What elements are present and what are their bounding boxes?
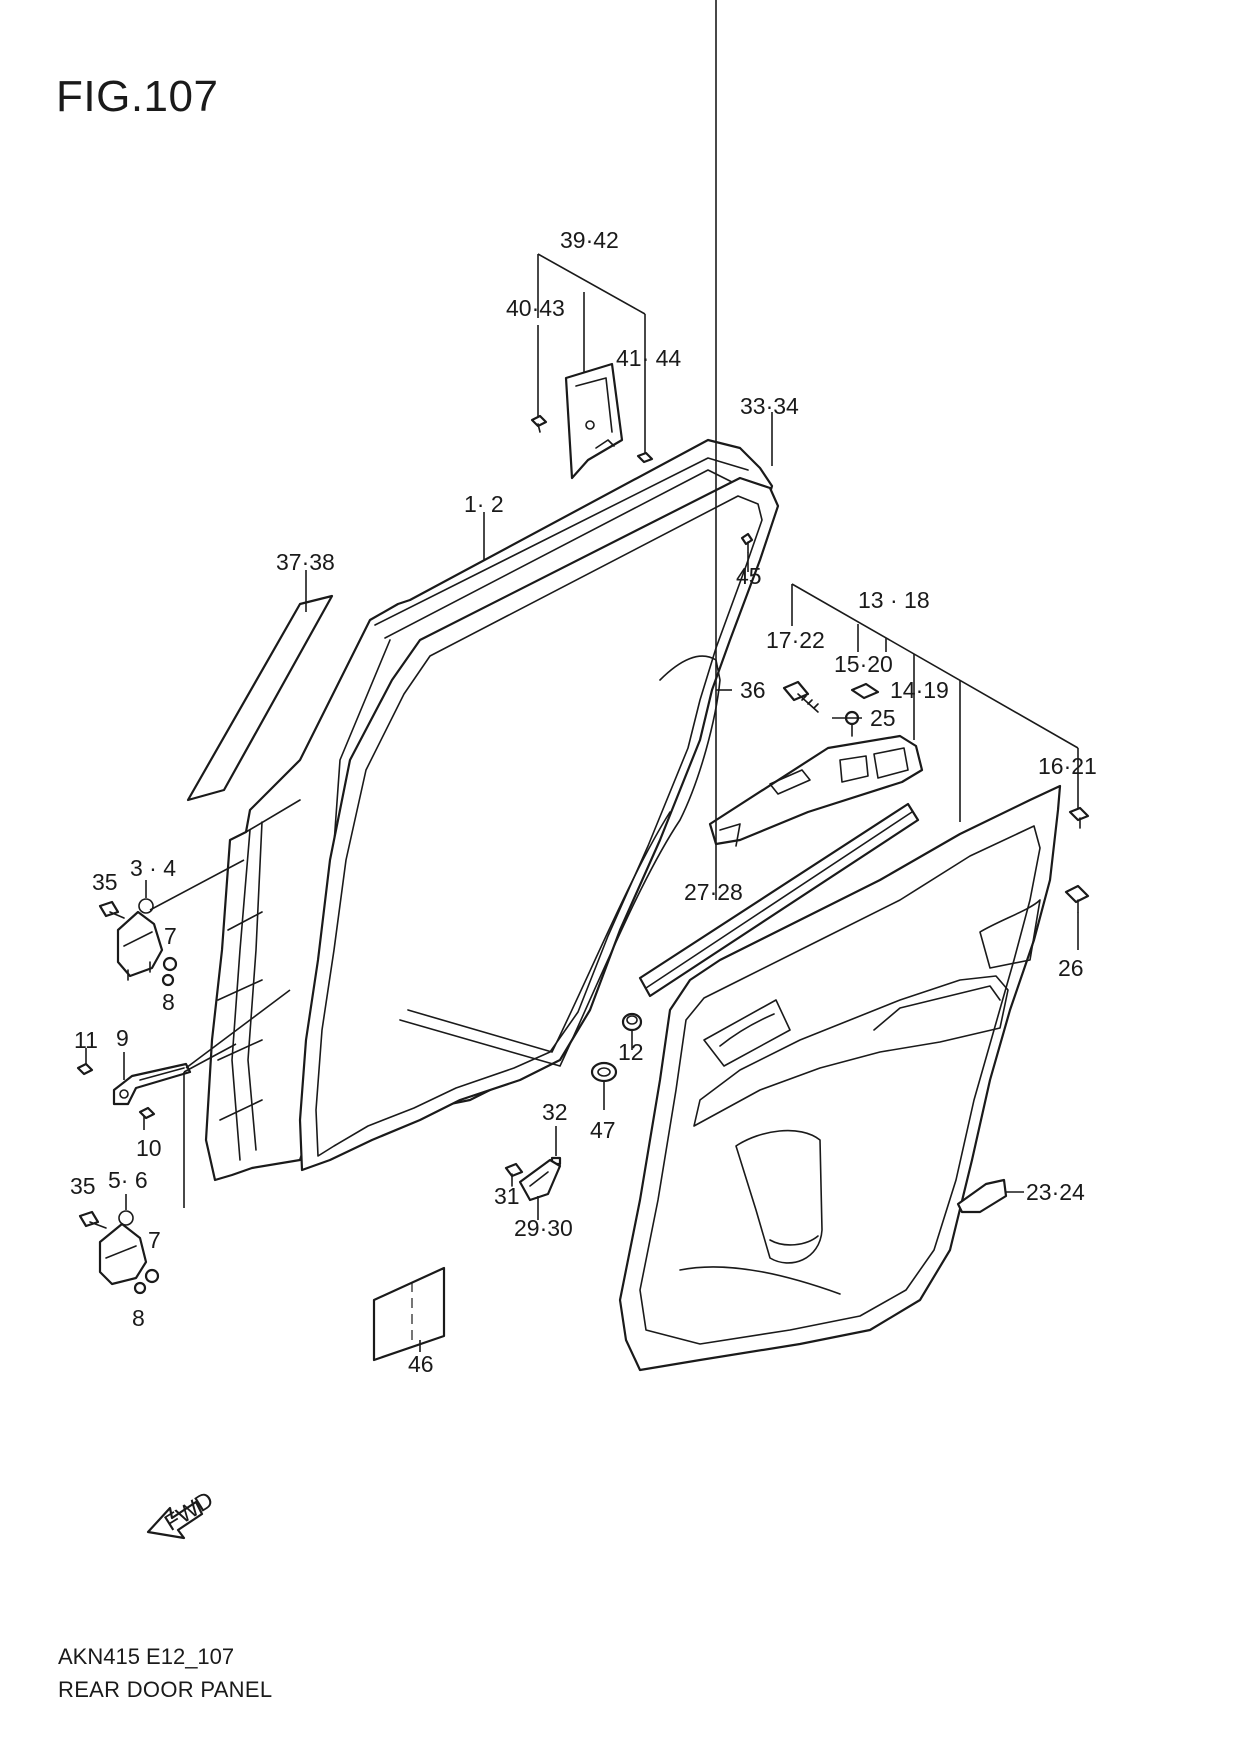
screw-40-43	[530, 414, 548, 433]
leader-tree-39-42	[537, 253, 646, 455]
inner-belt-weatherstrip-part	[638, 0, 920, 998]
grommet-47	[590, 1061, 618, 1083]
upper-hinge-3-4	[116, 898, 164, 981]
figure-title: FIG.107	[56, 72, 219, 121]
nut-7-lower	[144, 1268, 160, 1284]
callout-27-28: 27·28	[684, 879, 743, 905]
screw-25	[844, 710, 860, 737]
figure-name: REAR DOOR PANEL	[58, 1677, 273, 1702]
callout-23-24: 23·24	[1026, 1179, 1085, 1205]
callout-26: 26	[1058, 955, 1084, 981]
bolt-35-lower	[78, 1210, 107, 1229]
callout-46: 46	[408, 1351, 434, 1377]
callout-16-21: 16·21	[1038, 753, 1097, 779]
callout-5-6: 5· 6	[108, 1167, 148, 1193]
callout-13-18: 13 · 18	[858, 587, 930, 613]
fwd-arrow-icon: FWD	[146, 1486, 218, 1540]
clip-15-20	[850, 682, 880, 700]
callout-11: 11	[74, 1027, 98, 1053]
callout-31: 31	[494, 1183, 520, 1209]
outer-belt-moulding-part	[186, 594, 334, 802]
nut-8-upper	[161, 973, 175, 987]
leader-hinge-lower-b	[183, 1043, 237, 1073]
screw-32	[550, 1126, 562, 1166]
bolt-35-upper	[98, 900, 125, 919]
callout-1-2: 1· 2	[464, 491, 504, 517]
screw-31	[504, 1162, 524, 1187]
callout-8-lower: 8	[132, 1305, 145, 1331]
clip-26	[1064, 884, 1090, 950]
callout-40-43: 40·43	[506, 295, 565, 321]
clip-16-21	[1068, 806, 1090, 829]
nut-8-lower	[133, 1281, 147, 1295]
callout-14-19: 14·19	[890, 677, 949, 703]
callout-10: 10	[136, 1135, 162, 1161]
callout-36: 36	[740, 677, 766, 703]
figure-code: AKN415 E12_107	[58, 1644, 235, 1669]
bracket-23-24	[956, 1178, 1024, 1214]
screw-17-22	[782, 680, 819, 713]
screw-45	[740, 532, 754, 553]
leader-tree-13-18	[791, 583, 1079, 822]
callout-45: 45	[736, 563, 762, 589]
callout-15-20: 15·20	[834, 651, 893, 677]
lower-hinge-5-6	[98, 1210, 148, 1286]
window-switch-bezel-part	[708, 734, 924, 847]
bolt-10	[138, 1106, 156, 1130]
callout-37-38: 37·38	[276, 549, 335, 575]
inner-seal-part	[399, 655, 721, 1067]
callout-33-34: 33·34	[740, 393, 799, 419]
door-check-9	[112, 989, 291, 1106]
callout-29-30: 29·30	[514, 1215, 573, 1241]
door-trim-part	[618, 784, 1062, 1372]
callout-39-42: 39·42	[560, 227, 619, 253]
callout-25: 25	[870, 705, 896, 731]
plug-12	[621, 1012, 643, 1032]
fwd-label: FWD	[160, 1486, 218, 1536]
callout-47: 47	[590, 1117, 616, 1143]
callout-41-44: 41· 44	[616, 345, 681, 371]
bolt-11	[76, 1048, 94, 1076]
callout-32: 32	[542, 1099, 568, 1125]
callout-12: 12	[618, 1039, 644, 1065]
leader-hinge-upper	[149, 859, 245, 911]
callout-9: 9	[116, 1025, 129, 1051]
clip-41-44	[636, 451, 654, 464]
callout-35-upper: 35	[92, 869, 118, 895]
callout-7-upper: 7	[164, 923, 177, 949]
nut-7-upper	[162, 956, 178, 972]
callout-35-lower: 35	[70, 1173, 96, 1199]
callout-7-lower: 7	[148, 1227, 161, 1253]
callout-3-4: 3 · 4	[130, 855, 176, 881]
sash-garnish-part	[564, 362, 624, 480]
callout-17-22: 17·22	[766, 627, 825, 653]
callout-8-upper: 8	[162, 989, 175, 1015]
sealing-sheet-46	[372, 1266, 446, 1362]
bracket-29-30	[518, 1158, 562, 1202]
